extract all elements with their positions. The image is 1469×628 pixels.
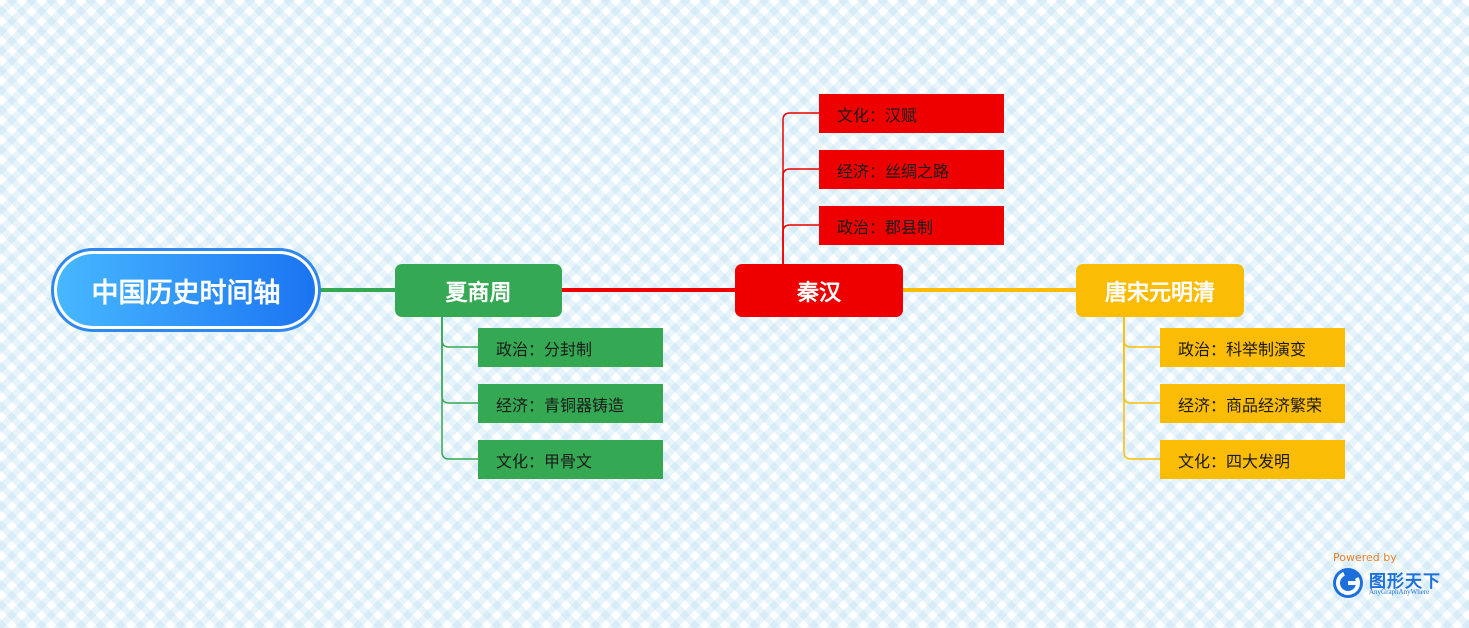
leaf-node-xia-politics[interactable]: 政治：分封制 <box>478 328 663 367</box>
logo-tagline: AnyGraphAnyWhere <box>1369 588 1430 596</box>
leaf-node-qin-politics[interactable]: 政治：郡县制 <box>819 206 1004 245</box>
leaf-node-tang-culture[interactable]: 文化：四大发明 <box>1160 440 1345 479</box>
leaf-node-qin-economy[interactable]: 经济：丝绸之路 <box>819 150 1004 189</box>
brand-logo[interactable]: Powered by 图形天下 AnyGraphAnyWhere <box>1332 550 1450 602</box>
connector-tang-0 <box>1123 316 1160 348</box>
connector-xia-2 <box>441 316 478 460</box>
connector-xia-1 <box>441 316 478 404</box>
leaf-node-xia-culture[interactable]: 文化：甲骨文 <box>478 440 663 479</box>
g-logo-icon <box>1333 568 1363 598</box>
root-node-label: 中国历史时间轴 <box>57 254 315 326</box>
branch-node-tang-song-yuan-ming-qing[interactable]: 唐宋元明清 <box>1076 264 1244 317</box>
connector-xia-0 <box>441 316 478 348</box>
connector-qin-0 <box>782 112 819 264</box>
root-node[interactable]: 中国历史时间轴 <box>51 248 321 332</box>
branch-node-xia-shang-zhou[interactable]: 夏商周 <box>395 264 562 317</box>
connector-qin-1 <box>782 168 819 264</box>
leaf-node-qin-culture[interactable]: 文化：汉赋 <box>819 94 1004 133</box>
branch-node-qin-han[interactable]: 秦汉 <box>735 264 903 317</box>
leaf-node-tang-politics[interactable]: 政治：科举制演变 <box>1160 328 1345 367</box>
powered-by-text: Powered by <box>1333 551 1397 564</box>
leaf-node-xia-economy[interactable]: 经济：青铜器铸造 <box>478 384 663 423</box>
connector-tang-1 <box>1123 316 1160 404</box>
logo-brand-name: 图形天下 <box>1369 572 1441 592</box>
connector-qin-2 <box>782 224 819 264</box>
connector-tang-2 <box>1123 316 1160 460</box>
leaf-node-tang-economy[interactable]: 经济：商品经济繁荣 <box>1160 384 1345 423</box>
